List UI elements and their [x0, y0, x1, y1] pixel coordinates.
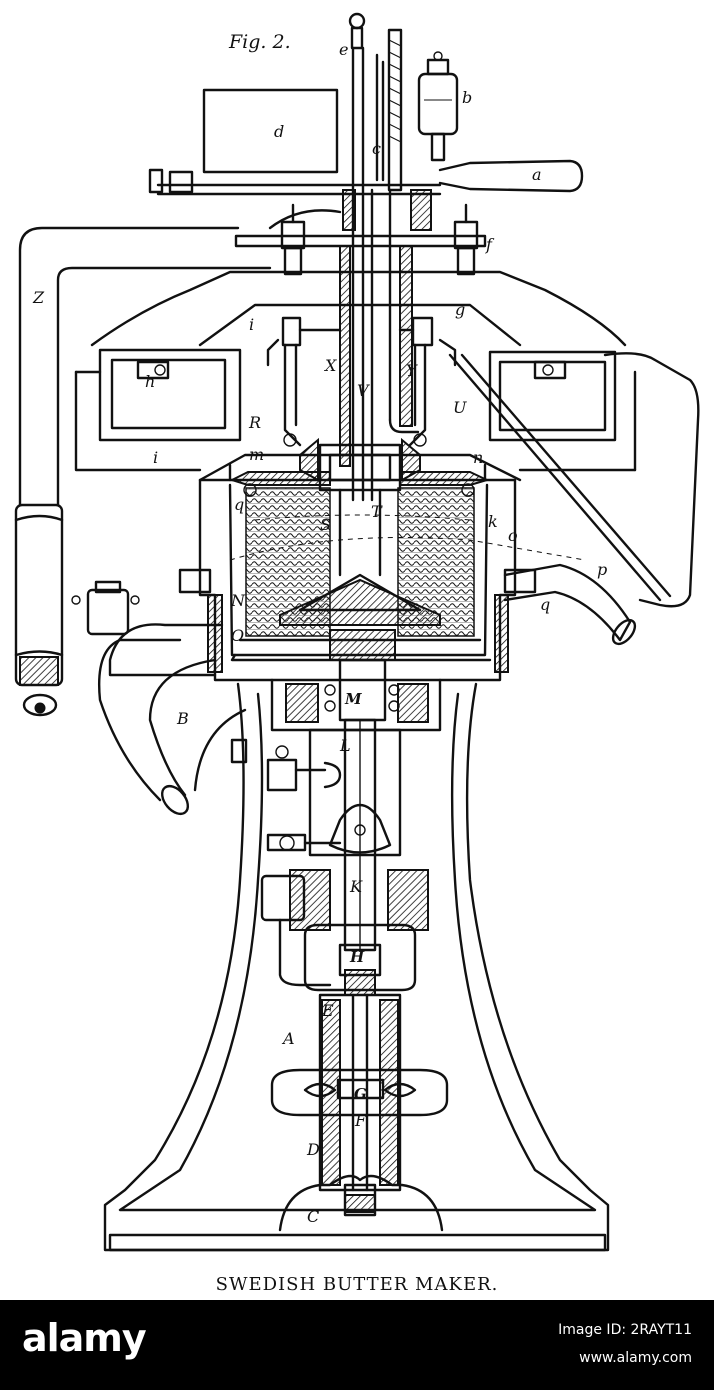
oil-cup-b — [417, 51, 459, 162]
handle-a — [438, 159, 584, 193]
label-i-upper: i — [249, 315, 254, 334]
label-q-right: q — [540, 595, 550, 614]
inner-arms — [266, 316, 457, 447]
outer-casing-n — [178, 478, 537, 682]
label-q-left: q — [234, 495, 244, 514]
label-o: o — [508, 526, 518, 545]
thermometer-c — [387, 28, 403, 192]
watermark-bar: alamy Image ID: 2RAYT11 www.alamy.com — [0, 1300, 714, 1390]
butter-maker-diagram: Fig. 2. — [14, 12, 700, 1295]
lever-arm — [148, 168, 442, 196]
label-l: L — [339, 736, 351, 755]
label-o-upper: O — [231, 626, 244, 645]
label-a: a — [532, 165, 542, 184]
nut-lower — [260, 874, 332, 987]
brand-text: alamy — [22, 1316, 147, 1360]
label-z: Z — [32, 288, 45, 307]
label-e-upper: E — [321, 1001, 334, 1020]
distributor-t — [279, 437, 441, 626]
figure-number: Fig. 2. — [228, 31, 291, 53]
label-m: m — [249, 445, 264, 464]
label-e: e — [339, 40, 348, 59]
spout-q-right — [503, 563, 637, 646]
label-t: T — [371, 502, 383, 521]
label-h-upper: H — [349, 948, 365, 966]
nut-left — [71, 580, 140, 636]
cream-box-d — [202, 88, 339, 174]
label-c: c — [372, 139, 381, 158]
label-y: Y — [406, 361, 418, 380]
label-u: U — [453, 398, 467, 417]
label-k-upper: K — [349, 877, 363, 896]
rod-p — [448, 353, 672, 602]
label-i-lower: i — [153, 448, 158, 467]
label-c-upper: C — [307, 1207, 319, 1226]
brand-logo: alamy — [22, 1316, 147, 1360]
label-n: n — [473, 448, 483, 467]
label-r: R — [248, 413, 261, 432]
spout-b-left — [98, 623, 247, 816]
crossbar-f — [234, 189, 487, 276]
site-url: www.alamy.com — [579, 1350, 692, 1366]
label-g-upper: G — [354, 1085, 367, 1103]
base-stand — [103, 682, 610, 1252]
upper-cover — [90, 270, 627, 347]
label-h: h — [145, 372, 155, 391]
label-f: f — [485, 235, 495, 254]
rod-e — [348, 12, 385, 502]
label-n-upper: N — [230, 591, 246, 610]
label-b: b — [462, 88, 472, 107]
worm-wheel-g — [270, 1068, 449, 1117]
label-s: S — [320, 515, 331, 534]
label-m-upper: M — [344, 690, 362, 708]
label-d: d — [274, 122, 284, 141]
spindle — [289, 718, 429, 952]
label-k: k — [488, 512, 498, 531]
bearing-m — [270, 629, 442, 732]
part-labels: e b d c a f Z g i h X V Y U R i m n q S … — [32, 40, 607, 1226]
label-f-upper: F — [354, 1111, 367, 1130]
image-id: Image ID: 2RAYT11 — [558, 1322, 692, 1338]
label-g: g — [455, 300, 465, 319]
label-b-upper: B — [176, 709, 189, 728]
figure-caption: SWEDISH BUTTER MAKER. — [216, 1274, 499, 1295]
right-tray — [488, 350, 700, 608]
label-x: X — [323, 356, 337, 375]
flow-dashes — [229, 514, 586, 561]
side-valve — [230, 738, 342, 852]
lower-shaft — [318, 993, 402, 1217]
label-d-upper: D — [306, 1140, 320, 1159]
pipe-z — [14, 209, 342, 717]
label-a-upper: A — [281, 1029, 295, 1048]
label-v: V — [357, 381, 370, 400]
left-tray — [74, 348, 242, 472]
label-p: p — [597, 560, 607, 579]
